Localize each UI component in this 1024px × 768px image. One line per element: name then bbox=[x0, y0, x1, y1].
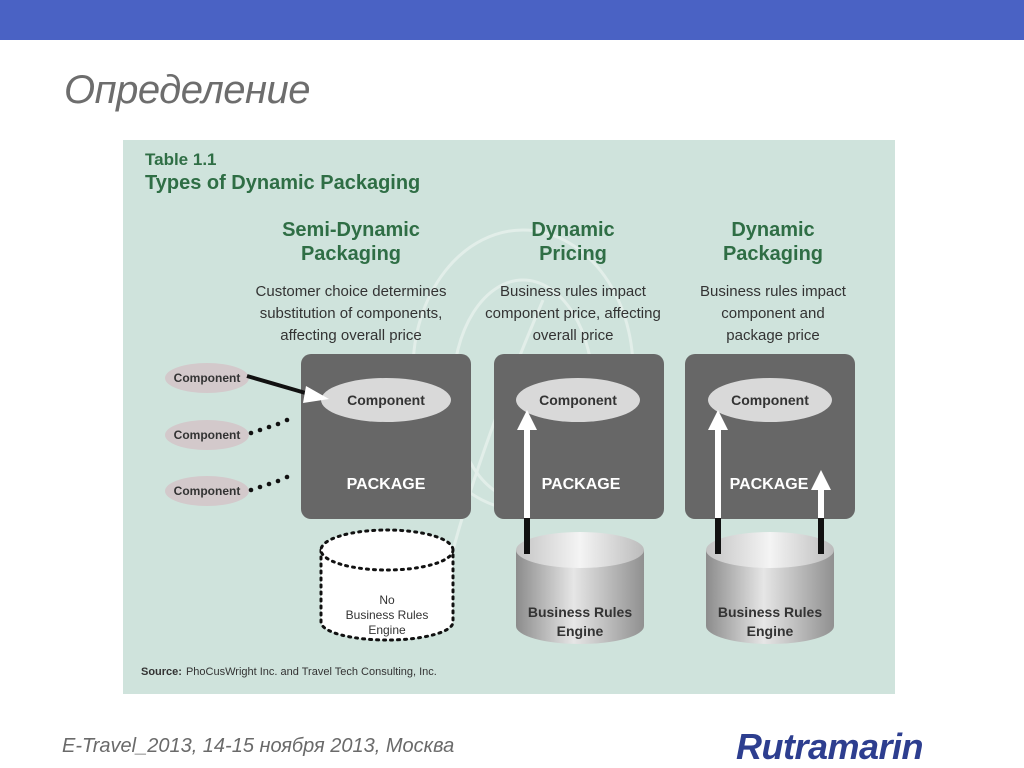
engine-3-line2: Engine bbox=[747, 623, 794, 639]
no-engine-cylinder bbox=[319, 528, 455, 642]
svg-text:Component: Component bbox=[174, 428, 241, 442]
col1-title-line2: Packaging bbox=[301, 243, 401, 265]
svg-text:Component: Component bbox=[539, 392, 617, 408]
source-label: Source: bbox=[141, 666, 182, 678]
pricing-arrow-col2 bbox=[517, 410, 537, 554]
pricing-arrow-col3-package bbox=[811, 470, 831, 554]
package-label-3: PACKAGE bbox=[730, 476, 809, 493]
col3-title-line1: Dynamic bbox=[731, 219, 814, 241]
col1-title-line1: Semi-Dynamic bbox=[282, 219, 420, 241]
side-component-1: Component bbox=[165, 363, 249, 393]
engine-cylinder-3 bbox=[706, 532, 834, 644]
col3-desc-line2: component and bbox=[721, 305, 824, 322]
side-component-2: Component bbox=[165, 420, 249, 450]
col1-desc-line3: affecting overall price bbox=[280, 327, 421, 344]
source-text: PhoCusWright Inc. and Travel Tech Consul… bbox=[186, 666, 437, 678]
component-1: Component bbox=[321, 378, 451, 422]
col1-desc-line1: Customer choice determines bbox=[256, 283, 447, 300]
dotted-connector-2 bbox=[248, 417, 290, 436]
dotted-connector-3 bbox=[248, 474, 290, 493]
package-label-2: PACKAGE bbox=[542, 476, 621, 493]
svg-text:Component: Component bbox=[347, 392, 425, 408]
engine-3-line1: Business Rules bbox=[718, 604, 822, 620]
no-engine-line1: No bbox=[379, 593, 395, 607]
slide-title: Определение bbox=[64, 68, 311, 112]
footer-text: E-Travel_2013, 14-15 ноября 2013, Москва bbox=[62, 735, 455, 757]
substitution-arrow bbox=[246, 374, 329, 403]
table-title: Types of Dynamic Packaging bbox=[145, 172, 420, 194]
table-label: Table 1.1 bbox=[145, 150, 217, 169]
svg-text:Component: Component bbox=[174, 484, 241, 498]
col2-desc-line3: overall price bbox=[533, 327, 614, 344]
top-accent-bar bbox=[0, 0, 1024, 40]
col2-title-line1: Dynamic bbox=[531, 219, 614, 241]
rutramarin-logo: Rutramarin bbox=[736, 726, 924, 767]
source-line: Source: PhoCusWright Inc. and Travel Tech… bbox=[141, 666, 437, 678]
engine-2-line1: Business Rules bbox=[528, 604, 632, 620]
engine-2-line2: Engine bbox=[557, 623, 604, 639]
dynamic-packaging-figure: Table 1.1 Types of Dynamic Packaging Sem… bbox=[123, 140, 895, 694]
col3-desc-line3: package price bbox=[726, 327, 819, 344]
col2-desc-line1: Business rules impact bbox=[500, 283, 647, 300]
pricing-arrow-col3-component bbox=[708, 410, 728, 554]
engine-cylinder-2 bbox=[516, 532, 644, 644]
no-engine-line2: Business Rules bbox=[346, 608, 429, 622]
svg-text:Component: Component bbox=[174, 371, 241, 385]
col2-title-line2: Pricing bbox=[539, 243, 607, 265]
package-label-1: PACKAGE bbox=[347, 476, 426, 493]
component-2: Component bbox=[516, 378, 640, 422]
svg-text:Component: Component bbox=[731, 392, 809, 408]
figure-svg: Table 1.1 Types of Dynamic Packaging Sem… bbox=[141, 150, 855, 678]
col2-desc-line2: component price, affecting bbox=[485, 305, 661, 322]
side-component-3: Component bbox=[165, 476, 249, 506]
component-3: Component bbox=[708, 378, 832, 422]
no-engine-line3: Engine bbox=[368, 623, 406, 637]
col1-desc-line2: substitution of components, bbox=[260, 305, 443, 322]
col3-title-line2: Packaging bbox=[723, 243, 823, 265]
col3-desc-line1: Business rules impact bbox=[700, 283, 847, 300]
